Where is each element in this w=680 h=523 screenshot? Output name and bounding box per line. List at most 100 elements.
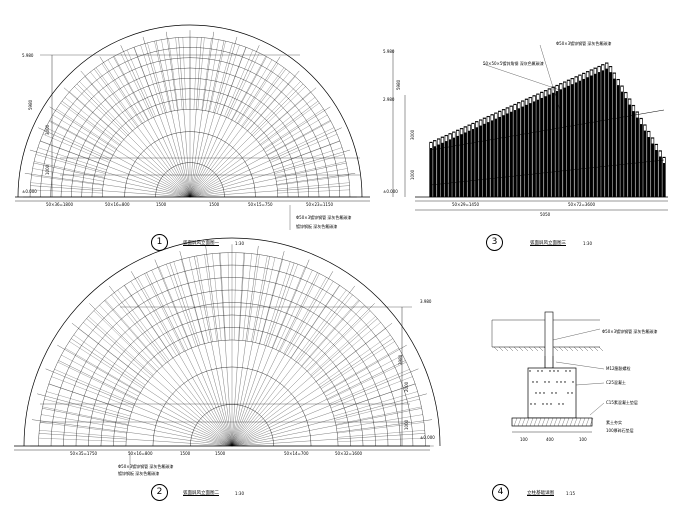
vdim-3-a: 5980 (396, 80, 401, 90)
fan-2-slat (374, 427, 386, 429)
fan-1-slat (76, 136, 85, 141)
fan-2-slat (269, 270, 272, 282)
note-4-b: M12膨胀螺栓 (606, 366, 631, 371)
fan-2-slat (120, 408, 132, 412)
fan-1-slat (299, 104, 307, 110)
fan-1-slat (278, 68, 284, 76)
fan-1-slat (164, 81, 166, 91)
fan-1-slat (132, 118, 138, 126)
bar-cap (529, 98, 531, 103)
fan-1-slat (79, 81, 86, 88)
fan-2-slat (220, 253, 221, 265)
fan-2-slat (380, 392, 392, 396)
note-4-e: 素土夯实 (606, 420, 622, 425)
fan-1-slat (122, 126, 129, 133)
bar-cap (663, 158, 665, 163)
fan-2-slat (270, 295, 273, 307)
dim-4-c: 100 (579, 437, 587, 442)
fan-2-slat (210, 292, 212, 304)
fan-1-slat (51, 185, 61, 186)
fan-2-slat (394, 395, 406, 399)
fan-2-slat (98, 344, 108, 352)
fan-1-slat (272, 137, 281, 143)
fan-1-ray (85, 76, 190, 197)
bar-slat (643, 125, 646, 197)
ground-hatch (524, 347, 528, 351)
fan-1-slat (308, 185, 318, 186)
fan-2-slat (335, 337, 344, 346)
fan-2-slat (320, 358, 329, 366)
fan-1-slat (54, 166, 64, 168)
fan-2-slat (370, 402, 382, 406)
fan-1-slat (256, 77, 261, 86)
fan-2-slat (76, 440, 88, 441)
ground-hatch (554, 347, 558, 351)
fan-2-slat (316, 374, 326, 382)
fan-1-slat (130, 107, 136, 116)
fan-2-leader (400, 345, 407, 349)
fan-2-slat (103, 425, 115, 427)
fan-1-slat (125, 98, 131, 107)
fan-2-slat (329, 314, 337, 324)
fan-1-slat (112, 108, 119, 116)
fan-2-slat (128, 366, 138, 374)
fan-2-ray (232, 301, 360, 446)
fan-2-slat (349, 425, 361, 427)
fan-1-slat (56, 160, 66, 163)
fan-2-slat (162, 293, 167, 304)
fan-1-slat (283, 164, 293, 167)
fan-2-slat (164, 278, 169, 290)
fan-2-leader (155, 260, 158, 268)
fan-2-slat (168, 332, 174, 343)
ground-elevation-2: ±0.000 (420, 435, 435, 440)
fan-2-slat (187, 336, 192, 348)
fan-2-slat (121, 337, 130, 346)
fan-2-slat (96, 400, 108, 404)
fan-1-slat (150, 74, 153, 84)
fan-1-slat (236, 102, 241, 111)
fan-1-slat (309, 142, 318, 146)
fan-2-slat (290, 332, 296, 343)
fan-1-slat (108, 111, 115, 118)
fan-2-slat (212, 304, 214, 316)
fan-1-slat (265, 111, 272, 118)
fan-2-leader (46, 369, 54, 372)
fan-1-slat (237, 90, 241, 99)
aggregate-dot (530, 403, 531, 404)
fan-1-slat (320, 144, 330, 148)
fan-1-slat (288, 77, 295, 85)
fan-2-slat (157, 281, 162, 292)
fan-1-slat (40, 141, 50, 145)
fan-1-slat (48, 151, 58, 154)
fan-2-leader (32, 420, 40, 421)
fan-1-slat (210, 101, 212, 111)
bar-cap (594, 69, 596, 74)
fan-2-ray (232, 318, 377, 446)
fan-1-slat (178, 69, 179, 79)
fan-2-ray (232, 421, 424, 446)
fan-2-slat (201, 332, 204, 344)
fan-1-slat (100, 158, 109, 162)
bar-cap (621, 87, 623, 92)
fan-2-slat (173, 329, 179, 340)
bar-slat (460, 128, 463, 197)
fan-2-slat (283, 273, 287, 285)
fan-2-slat (277, 325, 282, 337)
fan-1-slat (240, 104, 245, 113)
fan-2-slat (344, 404, 356, 408)
bar-cap (522, 102, 524, 107)
note-1-a: Φ50×3镀锌钢管 深灰色氟碳漆 (296, 215, 351, 220)
fan-2-slat (173, 302, 178, 314)
note-2-a: Φ50×3镀锌钢管 深灰色氟碳漆 (118, 464, 173, 469)
bar-slat (655, 144, 658, 197)
fan-2-slat (249, 316, 251, 328)
fan-2-slat (388, 439, 400, 440)
fan-1-slat (67, 131, 76, 136)
fan-1-leader (25, 173, 32, 174)
fan-2-leader (131, 271, 135, 278)
fan-2-slat (412, 430, 424, 431)
fan-1-ray (156, 41, 190, 197)
fan-1-slat (127, 50, 131, 59)
bar-cap (598, 67, 600, 72)
fan-1-slat (332, 148, 342, 151)
